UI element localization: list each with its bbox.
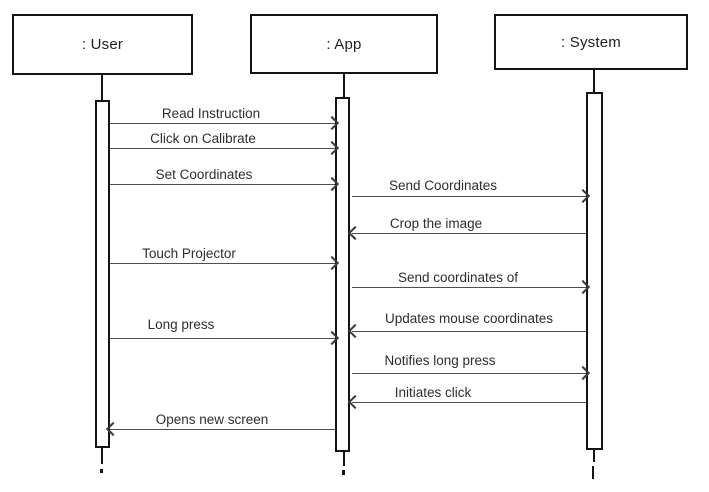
message-label-long-press: Long press — [147, 317, 215, 332]
message-arrow-opens-new-screen — [105, 421, 335, 437]
activation-bar-app — [335, 97, 350, 452]
arrowhead-left-icon — [347, 394, 363, 410]
activation-bar-user — [95, 100, 110, 448]
message-arrow-crop-the-image — [347, 225, 586, 241]
message-arrow-send-coordinates — [352, 188, 591, 204]
message-arrow-set-coordinates — [110, 176, 340, 192]
message-arrow-initiates-click — [347, 394, 586, 410]
message-label-send-coordinates: Send Coordinates — [388, 178, 498, 193]
message-arrow-read-instruction — [110, 115, 340, 131]
message-arrow-send-coordinates-of — [352, 279, 591, 295]
message-arrow-click-on-calibrate — [110, 140, 340, 156]
message-label-set-coordinates: Set Coordinates — [155, 167, 253, 182]
message-arrow-long-press — [110, 330, 340, 346]
message-label-read-instruction: Read Instruction — [161, 106, 261, 121]
lifeline-app-bottom — [343, 452, 345, 466]
lifeline-user-top — [101, 75, 103, 100]
actor-system-label: : System — [561, 33, 621, 51]
actor-box-system: : System — [494, 14, 688, 70]
message-label-crop-the-image: Crop the image — [389, 216, 483, 231]
lifeline-system-bottom — [593, 450, 595, 462]
actor-box-user: : User — [12, 14, 193, 75]
lifeline-system-top — [593, 70, 595, 92]
actor-box-app: : App — [250, 14, 438, 74]
message-arrow-updates-mouse-coordinates — [347, 323, 586, 339]
lifeline-system-dash — [592, 466, 594, 479]
message-label-send-coordinates-of: Send coordinates of — [397, 270, 519, 285]
actor-user-label: : User — [81, 36, 124, 53]
arrowhead-left-icon — [347, 225, 363, 241]
message-label-updates-mouse-coordinates: Updates mouse coordinates — [384, 311, 554, 326]
lifeline-app-dash — [342, 470, 345, 475]
arrowhead-left-icon — [347, 323, 363, 339]
lifeline-user-dash — [100, 469, 103, 473]
message-label-click-on-calibrate: Click on Calibrate — [150, 131, 256, 146]
message-arrow-notifies-long-press — [352, 365, 591, 381]
message-label-touch-projector: Touch Projector — [142, 246, 236, 261]
activation-bar-system — [586, 92, 603, 450]
actor-app-label: : App — [326, 35, 362, 53]
message-label-notifies-long-press: Notifies long press — [384, 353, 496, 368]
lifeline-user-bottom — [101, 448, 103, 464]
message-label-initiates-click: Initiates click — [394, 385, 472, 400]
message-arrow-touch-projector — [110, 255, 340, 271]
message-label-opens-new-screen: Opens new screen — [155, 412, 269, 427]
lifeline-app-top — [343, 74, 345, 97]
